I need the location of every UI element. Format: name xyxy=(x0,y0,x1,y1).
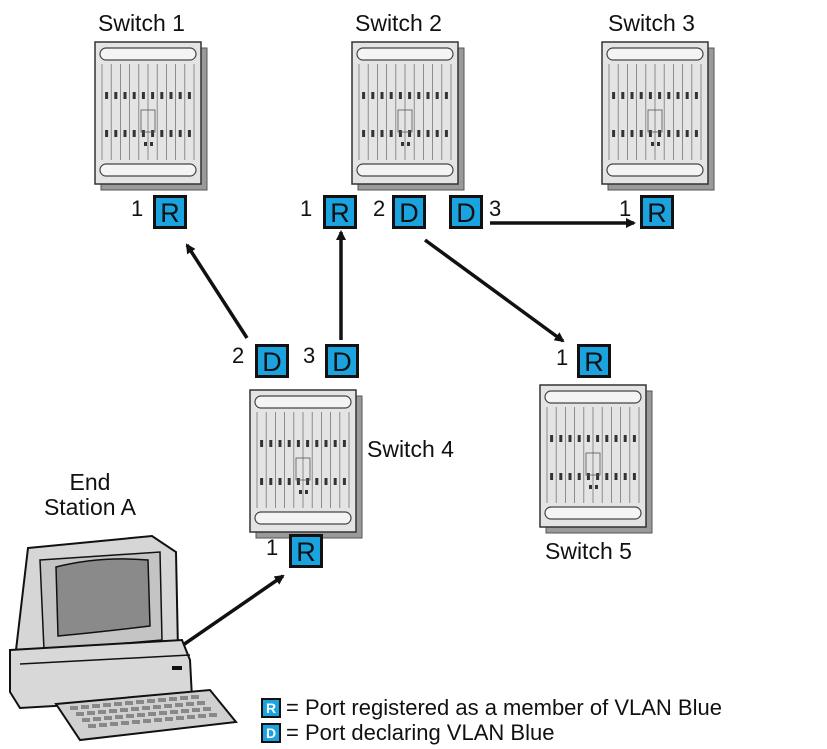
switch-4-port-2-declaring: D xyxy=(255,344,289,378)
switch-4-port-2-number: 2 xyxy=(232,343,245,368)
switch-4-port-3-declaring: D xyxy=(325,344,359,378)
switch-1-label: Switch 1 xyxy=(98,10,185,36)
switch-3-chassis xyxy=(601,41,715,191)
switch-5-port-1-registered: R xyxy=(577,344,611,378)
switch-5-chassis xyxy=(539,384,653,534)
switch-4-port-3-number: 3 xyxy=(303,343,316,368)
switch-1-port-1-registered: R xyxy=(153,195,187,229)
end-station-label: End Station A xyxy=(30,469,150,521)
switch-2-port-2-number: 2 xyxy=(373,196,386,221)
legend-declaring-text: = Port declaring VLAN Blue xyxy=(286,720,555,745)
switch-5-port-1-number: 1 xyxy=(556,345,569,370)
switch-3-port-1-registered: R xyxy=(640,195,674,229)
end-station-label-line-2: Station A xyxy=(43,494,137,521)
switch-4-label: Switch 4 xyxy=(367,436,454,462)
switch-2-port-1-number: 1 xyxy=(300,196,313,221)
switch-2-port-1-registered: R xyxy=(323,195,357,229)
legend-declaring-icon: D xyxy=(261,723,281,743)
switch-4-chassis xyxy=(249,389,363,539)
switch-5-label: Switch 5 xyxy=(545,538,632,564)
end-station-label-line-1: End xyxy=(69,469,111,495)
switch-2-port-2-declaring: D xyxy=(392,195,426,229)
switch-4-port-1-number: 1 xyxy=(266,535,279,560)
end-station-computer-icon xyxy=(9,534,238,742)
switch-2-port-3-declaring: D xyxy=(449,195,483,229)
arrow-switch4-port2-to-switch1 xyxy=(185,243,249,339)
switch-1-chassis xyxy=(94,41,208,191)
legend-registered-text: = Port registered as a member of VLAN Bl… xyxy=(286,695,722,720)
switch-3-port-1-number: 1 xyxy=(619,196,632,221)
arrow-end-station-to-switch4 xyxy=(182,574,285,647)
switch-4-port-1-registered: R xyxy=(289,534,323,568)
switch-2-chassis xyxy=(351,41,465,191)
arrow-switch2-port2-to-switch5 xyxy=(423,238,565,343)
legend-registered-icon: R xyxy=(261,698,281,718)
switch-2-port-3-number: 3 xyxy=(489,196,502,221)
switch-3-label: Switch 3 xyxy=(608,10,695,36)
switch-1-port-1-number: 1 xyxy=(131,196,144,221)
switch-2-label: Switch 2 xyxy=(355,10,442,36)
